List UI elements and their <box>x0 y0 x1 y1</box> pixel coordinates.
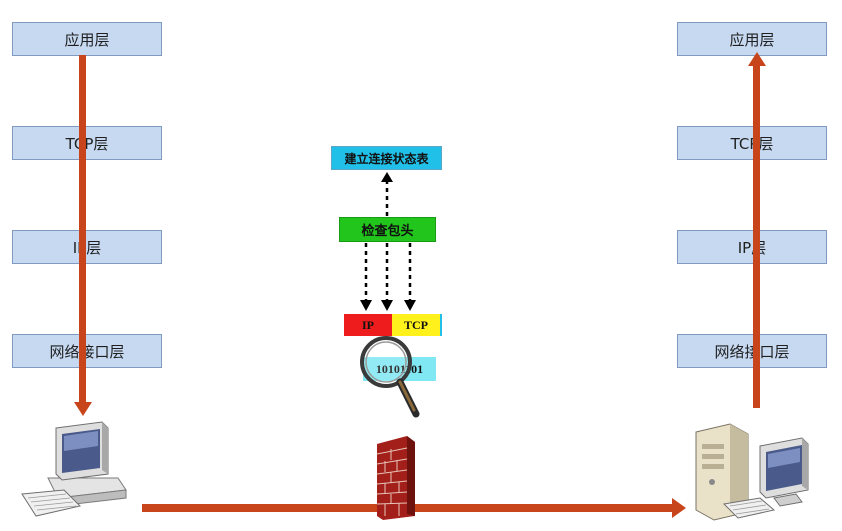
tcp-header-label: TCP <box>404 317 428 332</box>
state-table-box: 建立连接状态表 <box>331 146 442 170</box>
left-down-arrowhead-icon <box>74 402 92 416</box>
right-network-interface-layer: 网络接口层 <box>677 334 827 368</box>
right-tcp-layer: TCP层 <box>677 126 827 160</box>
check-header-label: 检查包头 <box>361 224 414 239</box>
tcp-header-box: TCP <box>392 314 442 336</box>
left-application-layer: 应用层 <box>12 22 162 56</box>
firewall-icon <box>376 436 415 520</box>
dashed-arrow-down-2-head-icon <box>381 300 393 311</box>
left-network-interface-layer-label: 网络接口层 <box>49 342 125 361</box>
dashed-arrow-down-3-head-icon <box>404 300 416 311</box>
left-tcp-layer-label: TCP层 <box>65 134 109 153</box>
right-application-layer-label: 应用层 <box>729 30 775 49</box>
right-up-arrowhead-icon <box>748 52 766 66</box>
left-ip-layer: IP层 <box>12 230 162 264</box>
left-network-interface-layer: 网络接口层 <box>12 334 162 368</box>
ip-header-box: IP <box>344 314 392 336</box>
right-tcp-layer-label: TCP层 <box>730 134 774 153</box>
dashed-arrow-down-1-head-icon <box>360 300 372 311</box>
state-table-label: 建立连接状态表 <box>344 151 429 166</box>
right-ip-layer-label: IP层 <box>737 238 767 257</box>
dashed-arrow-up-head-icon <box>381 172 393 182</box>
right-application-layer: 应用层 <box>677 22 827 56</box>
bottom-right-arrowhead-icon <box>672 498 686 518</box>
server-computer-icon <box>695 423 809 521</box>
right-up-arrow-shaft <box>753 64 760 408</box>
ip-header-label: IP <box>362 317 374 332</box>
left-ip-layer-label: IP层 <box>72 238 102 257</box>
check-header-box: 检查包头 <box>339 217 436 242</box>
right-network-interface-layer-label: 网络接口层 <box>714 342 790 361</box>
right-ip-layer: IP层 <box>677 230 827 264</box>
client-computer-icon <box>21 421 127 517</box>
left-down-arrow-shaft <box>79 55 86 405</box>
left-application-layer-label: 应用层 <box>64 30 110 49</box>
left-tcp-layer: TCP层 <box>12 126 162 160</box>
magnifier-icon <box>360 336 420 418</box>
